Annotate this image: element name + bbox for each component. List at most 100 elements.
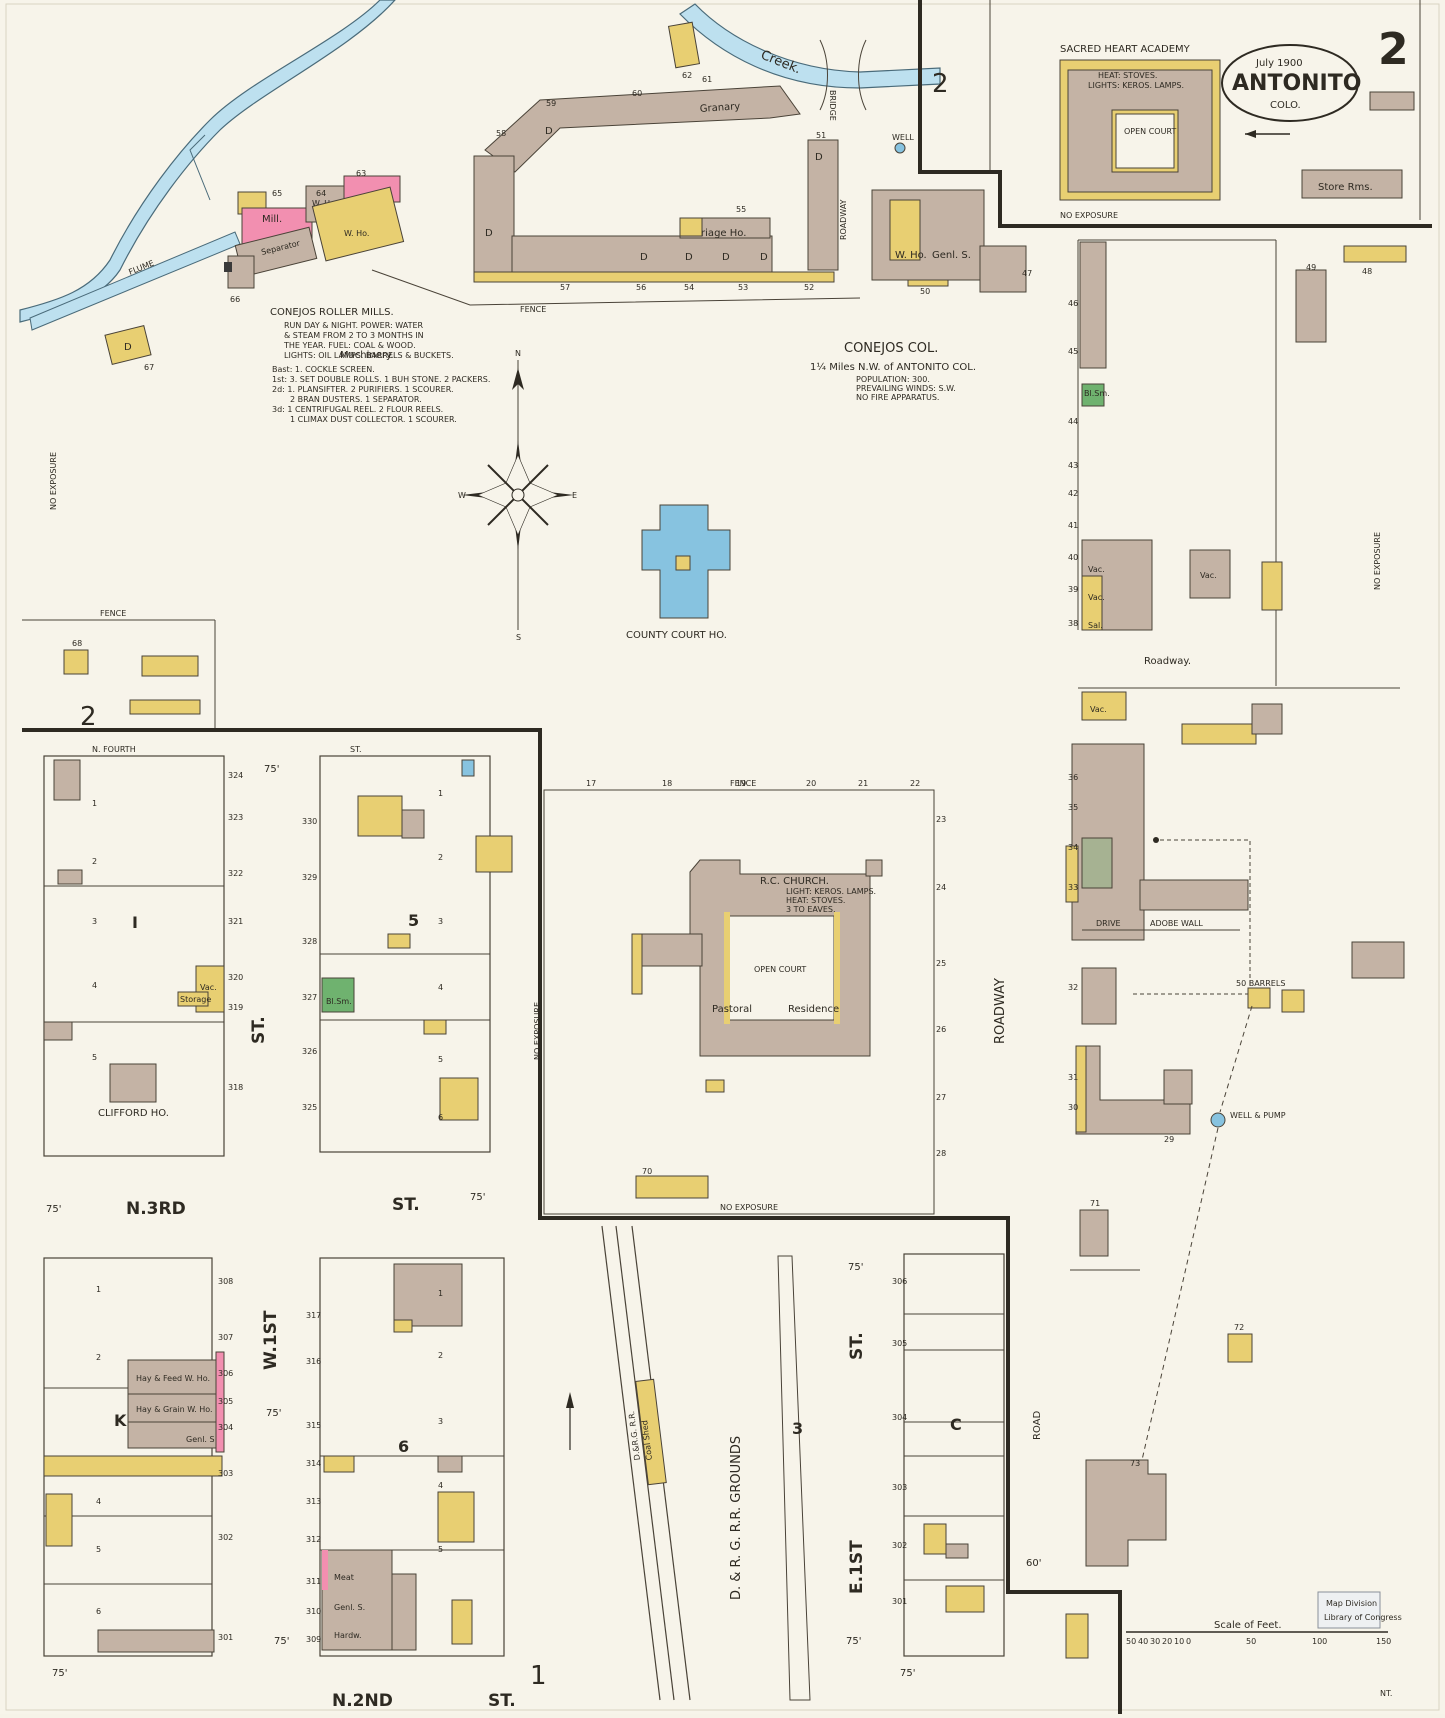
church-no-exposure-w: NO EXPOSURE (533, 1002, 542, 1060)
east-bldg-32 (1139, 879, 1249, 911)
compass-e: E (572, 491, 577, 500)
church-note-3: 3 TO EAVES. (786, 905, 836, 914)
block-5-corner-bldg (461, 759, 475, 777)
bridge-label: BRIDGE (828, 90, 837, 121)
block-3-label: 3 (792, 1419, 803, 1438)
creek-water-west (19, 0, 396, 323)
row-d-1: D (640, 252, 648, 263)
block-5: Bl.Sm. 5 (319, 755, 513, 1153)
scale-t7: 100 (1312, 1637, 1327, 1646)
scale-t8: 150 (1376, 1637, 1391, 1646)
scale-t0: 50 (1126, 1637, 1136, 1646)
east-bldg-49 (1295, 269, 1327, 343)
hn-m51: 51 (816, 131, 826, 140)
rail-1 (601, 1225, 661, 1701)
n-3rd-label: N.3RD (126, 1199, 186, 1219)
machinery-5: 3d: 1 CENTRIFUGAL REEL. 2 FLOUR REELS. (272, 405, 443, 414)
row-d-4: D (760, 252, 768, 263)
church-lot (543, 789, 935, 1215)
east-shed-33 (1261, 561, 1283, 611)
hn-i-5: 319 (228, 1003, 243, 1012)
scale-t6: 50 (1246, 1637, 1256, 1646)
east-bldg-46 (1079, 241, 1107, 369)
east-37-1-2 (1181, 723, 1257, 745)
block-i-outline (43, 755, 225, 1157)
east-bl-sm-label: Bl.Sm. (1084, 389, 1110, 398)
hn-c-5: 301 (892, 1597, 907, 1606)
hn-m57: 57 (560, 283, 570, 292)
block-i-shed-3 (43, 1021, 73, 1041)
hay-feed-label: Hay & Feed W. Ho. (136, 1374, 210, 1383)
block-6-dwelling-1-porch (393, 1319, 413, 1333)
hn-5-4: 326 (302, 1047, 317, 1056)
e-1st-st: ST. (847, 1332, 867, 1360)
church-label: R.C. CHURCH. (760, 876, 829, 887)
block-c-dwelling-8 (923, 1523, 947, 1555)
sheet-boundary-south (22, 728, 1122, 1714)
block-6-dwelling-5 (437, 1491, 475, 1543)
carriage-row (511, 235, 773, 277)
genl-store-complex (871, 189, 985, 281)
lot-k-4: 4 (96, 1497, 101, 1506)
hn-5-2: 328 (302, 937, 317, 946)
carriage-row-porch (473, 271, 835, 283)
title-state: COLO. (1270, 100, 1301, 111)
hn-m49: 49 (1306, 263, 1316, 272)
mill-chimney (224, 262, 232, 272)
lot-6-2: 2 (438, 1351, 443, 1360)
dim-75-7: 75' (274, 1636, 289, 1647)
lot-i-2: 2 (92, 857, 97, 866)
hn-6-0: 317 (306, 1311, 321, 1320)
conejos-note-3: NO FIRE APPARATUS. (856, 393, 939, 402)
dim-75-3: 75' (46, 1204, 61, 1215)
mills-note-3: THE YEAR. FUEL: COAL & WOOD. (283, 341, 416, 350)
hn-i-4: 320 (228, 973, 243, 982)
genl-store-wood (889, 199, 921, 261)
block-6-shed-rear (451, 1599, 473, 1645)
hn-e-14: 31 (1068, 1073, 1078, 1082)
block-c: C (903, 1253, 1005, 1657)
hn-6-6: 311 (306, 1577, 321, 1586)
church-ne-tower (865, 859, 883, 877)
n-2nd-st: ST. (488, 1691, 516, 1711)
hn-m66: 66 (230, 295, 240, 304)
row-d-3: D (722, 252, 730, 263)
hn-i-6: 318 (228, 1083, 243, 1092)
scale-t2: 30 (1150, 1637, 1160, 1646)
house-numbers-east: 46 45 44 43 42 41 40 39 38 36 35 34 33 3… (1068, 299, 1078, 1112)
lot-k-5: 5 (96, 1545, 101, 1554)
lot-5-4: 4 (438, 983, 443, 992)
sheet-boundary-ne (918, 0, 1432, 228)
carriage-ho-label: Carriage Ho. (684, 228, 746, 239)
hn-c29: 29 (1164, 1135, 1174, 1144)
sheet-ref-left: 2 (80, 702, 97, 732)
hn-k-2: 306 (218, 1369, 233, 1378)
granary-west-wing (473, 155, 515, 277)
scale-t3: 20 (1162, 1637, 1172, 1646)
block-i-vac-label: Vac. (200, 983, 217, 992)
block-6-shed-3 (323, 1455, 355, 1473)
paper-edge (5, 3, 1440, 1711)
academy-note-2: LIGHTS: KEROS. LAMPS. (1088, 81, 1184, 90)
hn-m65: 65 (272, 189, 282, 198)
east-bldg-29-rear (1163, 1069, 1193, 1105)
shed-72 (1227, 1333, 1253, 1363)
conejos-sub: 1¼ Miles N.W. of ANTONITO COL. (810, 361, 976, 373)
block-i-shed-2 (57, 869, 83, 885)
hn-6-4: 313 (306, 1497, 321, 1506)
machinery-1: Bast: 1. COCKLE SCREEN. (272, 365, 375, 374)
clifford-label: CLIFFORD HO. (98, 1108, 169, 1119)
hn-c19: 19 (736, 779, 746, 788)
dim-75-9: 75' (900, 1668, 915, 1679)
scale-t5: 0 (1186, 1637, 1191, 1646)
east-bldg-31 (1081, 967, 1117, 1025)
granary (484, 85, 801, 173)
granary-d: D (545, 126, 553, 137)
bldg-32-east (1351, 941, 1405, 979)
coal-shed (635, 1378, 667, 1486)
lot-6-3: 3 (438, 1417, 443, 1426)
east-bldg-29-porch (1075, 1045, 1087, 1133)
lot-6-4: 4 (438, 1481, 443, 1490)
hn-5-5: 325 (302, 1103, 317, 1112)
hn-i-2: 322 (228, 869, 243, 878)
